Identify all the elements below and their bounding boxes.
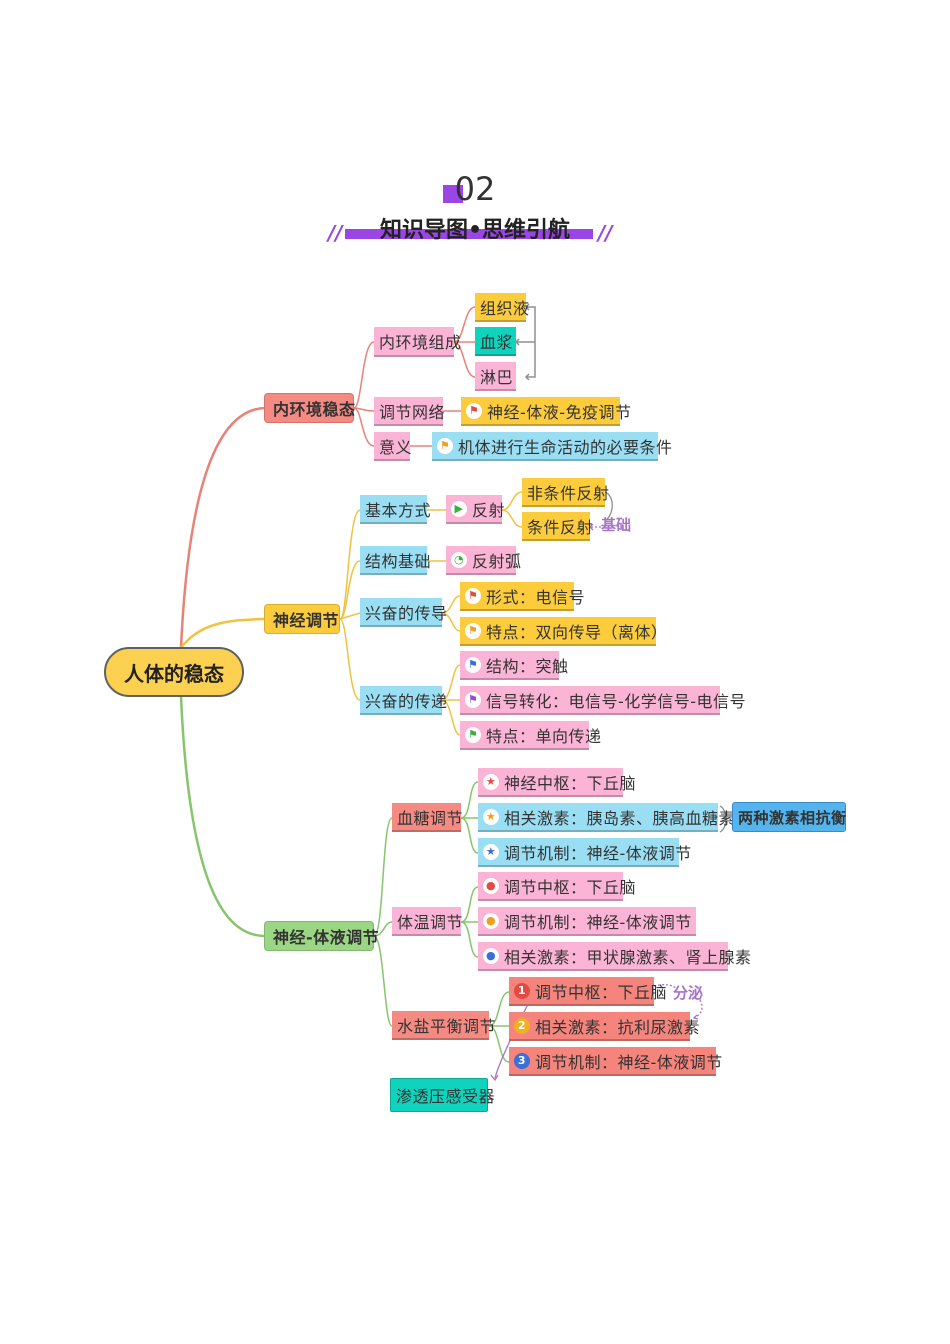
number-2-icon: 2 [514,1017,530,1034]
node-text: 调节机制：神经-体液调节 [504,843,692,863]
node-text: 调节中枢：下丘脑 [504,877,637,897]
flag-icon: ⚑ [466,402,482,419]
node-text: 调节中枢：下丘脑 [535,982,668,1002]
node-text: 调节机制：神经-体液调节 [535,1052,723,1072]
node-text: 形式：电信号 [486,587,586,607]
branch-homeostasis[interactable]: 内环境稳态 [264,393,355,423]
section-title: 知识导图•思维引航 [379,218,571,243]
node-reflex[interactable]: ▶ 反射 [446,495,506,524]
node-bidirectional[interactable]: ⚑ 特点：双向传导（离体） [460,617,667,646]
progress-icon: ◔ [451,551,467,568]
node-temp-mechanism[interactable]: ● 调节机制：神经-体液调节 [478,907,696,936]
number-3-icon: 3 [514,1052,530,1069]
node-text: 特点：双向传导（离体） [486,622,668,642]
star-icon: ★ [483,773,499,790]
user-icon: ● [483,877,499,894]
root-node[interactable]: 人体的稳态 [104,647,244,697]
node-sugar-center[interactable]: ★ 神经中枢：下丘脑 [478,768,636,797]
node-synapse[interactable]: ⚑ 结构：突触 [460,651,568,680]
node-text: 机体进行生命活动的必要条件 [458,437,673,457]
branch-nervous-regulation[interactable]: 神经调节 [264,604,340,634]
node-water-hormone[interactable]: 2 相关激素：抗利尿激素 [509,1012,700,1041]
node-plasma[interactable]: 血浆 [475,327,516,356]
link-root-b1 [179,406,265,649]
node-lymph[interactable]: 淋巴 [475,362,516,391]
node-sugar-hormones[interactable]: ★ 相关激素：胰岛素、胰高血糖素 [478,803,735,832]
node-basic-mode[interactable]: 基本方式 [360,495,431,524]
flag-icon: ⚑ [465,656,481,673]
title-underline [345,229,593,239]
node-form-electrical[interactable]: ⚑ 形式：电信号 [460,582,585,611]
node-text: 结构：突触 [486,656,569,676]
node-significance[interactable]: 意义 [374,432,412,461]
node-text: 相关激素：抗利尿激素 [535,1017,701,1037]
node-text: 调节机制：神经-体液调节 [504,912,692,932]
node-neuro-humoral-immune[interactable]: ⚑ 神经-体液-免疫调节 [461,397,631,426]
user-icon: ● [483,912,499,929]
summary-antagonism[interactable]: 两种激素相抗衡 [732,802,846,832]
node-excitation-transmission[interactable]: 兴奋的传递 [360,686,447,715]
link-root-b2 [179,617,265,649]
node-text: 神经-体液-免疫调节 [487,402,632,422]
node-text: 反射 [472,500,506,520]
node-temp-center[interactable]: ● 调节中枢：下丘脑 [478,872,636,901]
node-water-salt[interactable]: 水盐平衡调节 [392,1011,496,1040]
title-deco-left: // [328,221,343,245]
user-icon: ● [483,947,499,964]
node-text: 反射弧 [472,551,522,571]
flag-icon: ⚑ [465,587,481,604]
flag-icon: ⚑ [465,622,481,639]
node-tissue-fluid[interactable]: 组织液 [475,293,529,322]
annotation-secrete: 分泌 [673,984,704,1002]
link-root-b3 [179,696,265,938]
node-temp-hormones[interactable]: ● 相关激素：甲状腺激素、肾上腺素 [478,942,751,971]
node-osmoreceptor[interactable]: 渗透压感受器 [390,1078,495,1112]
node-signal-conversion[interactable]: ⚑ 信号转化：电信号-化学信号-电信号 [460,686,746,715]
node-reflex-arc[interactable]: ◔ 反射弧 [446,546,521,575]
node-unidirectional[interactable]: ⚑ 特点：单向传递 [460,721,601,750]
annotation-basis: 基础 [601,516,632,534]
node-text: 相关激素：甲状腺激素、肾上腺素 [504,947,752,967]
node-text: 特点：单向传递 [486,726,602,746]
node-water-mechanism[interactable]: 3 调节机制：神经-体液调节 [509,1047,722,1076]
number-1-icon: 1 [514,982,530,999]
node-text: 相关激素：胰岛素、胰高血糖素 [504,808,736,828]
node-conditioned-reflex[interactable]: 条件反射 [522,512,593,541]
title-deco-right: // [598,221,613,245]
flag-icon: ⚑ [465,691,481,708]
branch-neuro-humoral[interactable]: 神经-体液调节 [264,921,379,951]
node-excitation-conduction[interactable]: 兴奋的传导 [360,598,447,627]
play-icon: ▶ [451,500,467,517]
header-accent-block [443,185,463,203]
flag-icon: ⚑ [465,726,481,743]
node-regulation-network[interactable]: 调节网络 [374,397,445,426]
node-body-temperature[interactable]: 体温调节 [392,907,463,936]
node-water-center[interactable]: 1 调节中枢：下丘脑 [509,977,667,1006]
node-text: 信号转化：电信号-化学信号-电信号 [486,691,747,711]
section-number: 02 [454,170,496,208]
node-structural-basis[interactable]: 结构基础 [360,546,431,575]
node-life-condition[interactable]: ⚑ 机体进行生命活动的必要条件 [432,432,672,461]
flag-icon: ⚑ [437,437,453,454]
star-icon: ★ [483,808,499,825]
node-blood-sugar[interactable]: 血糖调节 [392,803,463,832]
node-internal-composition[interactable]: 内环境组成 [374,327,461,357]
node-unconditioned-reflex[interactable]: 非条件反射 [522,478,609,507]
node-sugar-mechanism[interactable]: ★ 调节机制：神经-体液调节 [478,838,691,867]
node-text: 神经中枢：下丘脑 [504,773,637,793]
star-icon: ★ [483,843,499,860]
